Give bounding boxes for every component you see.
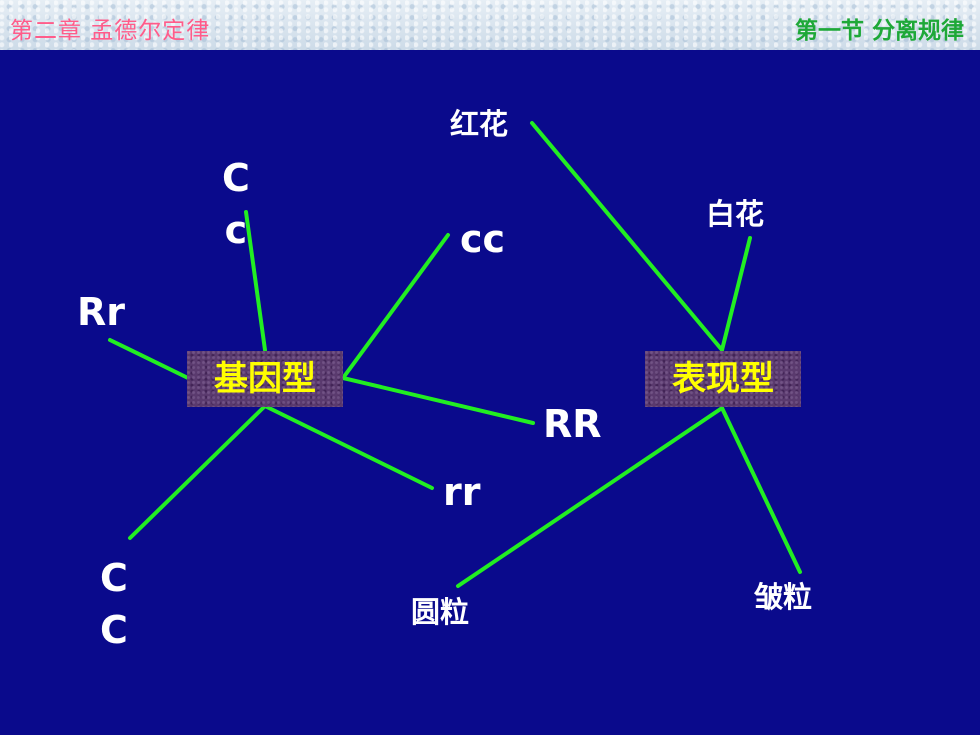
- line-phenotype-red: [530, 121, 724, 352]
- genotype-Cc-lower: c: [224, 208, 248, 252]
- phenotype-round-seed: 圆粒: [411, 595, 470, 629]
- genotype-CC-lower: C: [100, 608, 128, 652]
- line-genotype-cc: [341, 233, 450, 380]
- line-genotype-rr: [263, 404, 434, 490]
- phenotype-white-flower: 白花: [706, 197, 765, 231]
- line-genotype-Rr: [108, 338, 190, 380]
- genotype-Cc: C c: [222, 152, 250, 256]
- line-genotype-RR: [341, 376, 535, 425]
- phenotype-hub: 表现型: [645, 351, 801, 407]
- phenotype-red-flower: 红花: [450, 107, 509, 141]
- genotype-Rr: Rr: [77, 290, 126, 334]
- genotype-Cc-upper: C: [222, 156, 250, 200]
- line-genotype-Cc: [244, 210, 267, 352]
- line-phenotype-round: [456, 406, 724, 588]
- phenotype-wrinkled-seed: 皱粒: [754, 580, 813, 614]
- genotype-cc: cc: [460, 217, 506, 261]
- genotype-CC: C C: [100, 552, 128, 656]
- line-genotype-CC: [128, 404, 267, 540]
- section-title: 第一节 分离规律: [794, 18, 964, 44]
- line-phenotype-wrinkled: [720, 406, 802, 574]
- genotype-CC-upper: C: [100, 556, 128, 600]
- genotype-RR: RR: [543, 402, 602, 446]
- line-phenotype-white: [720, 236, 752, 352]
- genotype-rr: rr: [443, 470, 481, 514]
- chapter-title: 第二章 孟德尔定律: [10, 18, 211, 44]
- genotype-hub: 基因型: [187, 351, 343, 407]
- slide-header: 第二章 孟德尔定律 第一节 分离规律: [0, 0, 980, 50]
